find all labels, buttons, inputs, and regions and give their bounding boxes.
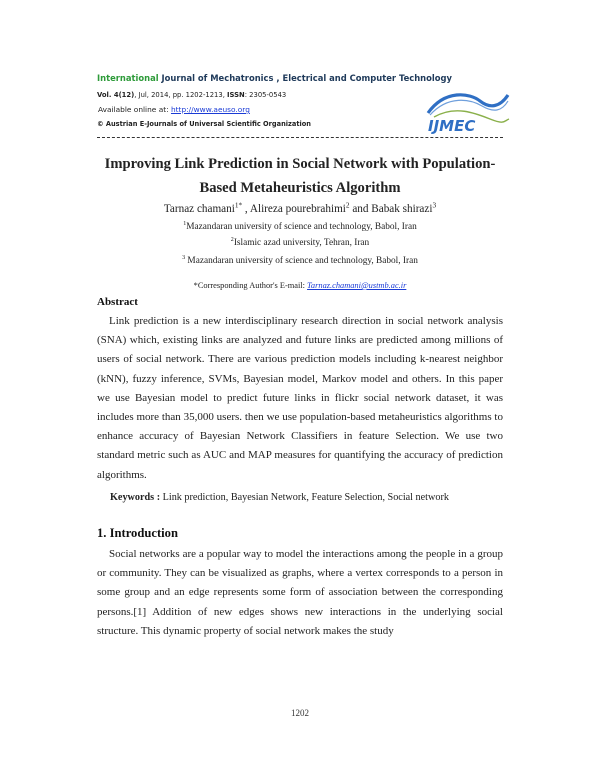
affiliation-mark: 1 — [183, 220, 187, 227]
svg-text:IJMEC: IJMEC — [428, 117, 475, 135]
author-affiliation-mark: 2 — [345, 201, 350, 210]
journal-name-rest: Journal of Mechatronics , Electrical and… — [158, 73, 452, 83]
author-list: Tarnaz chamani1* , Alireza pourebrahimi2… — [90, 201, 510, 215]
keywords-text: Link prediction, Bayesian Network, Featu… — [162, 492, 449, 503]
page-number: 1202 — [291, 708, 309, 718]
publisher-copyright: © Austrian E-Journals of Universal Scien… — [97, 120, 311, 128]
author-name: Babak shirazi — [371, 203, 433, 215]
issn-value: : 2305-0543 — [244, 91, 287, 99]
header-divider — [97, 137, 503, 138]
author-affiliation-mark: 3 — [432, 201, 437, 210]
volume-label: Vol. 4(12) — [97, 91, 135, 99]
affiliation: 3 Mazandaran university of science and t… — [90, 254, 510, 266]
ijmec-logo-icon: IJMEC — [426, 93, 510, 135]
abstract-heading: Abstract — [97, 296, 138, 308]
journal-name: International Journal of Mechatronics , … — [97, 73, 452, 83]
affiliation-text: Mazandaran university of science and tec… — [186, 222, 417, 232]
author-separator: and — [349, 203, 372, 215]
corresponding-email-link[interactable]: Tarnaz.chamani@ustmb.ac.ir — [307, 281, 407, 290]
affiliation: 1Mazandaran university of science and te… — [90, 220, 510, 232]
author-separator: , — [242, 203, 250, 215]
corresponding-author: *Corresponding Author's E-mail: Tarnaz.c… — [90, 281, 510, 290]
affiliation-mark: 3 — [182, 254, 186, 261]
paper-title-line-1: Improving Link Prediction in Social Netw… — [104, 156, 496, 172]
author-name: Alireza pourebrahimi — [249, 203, 346, 215]
journal-website-link[interactable]: http://www.aeuso.org — [170, 105, 250, 114]
keywords: Keywords : Link prediction, Bayesian Net… — [110, 492, 449, 503]
affiliation: 2Islamic azad university, Tehran, Iran — [90, 236, 510, 248]
abstract-text: Link prediction is a new interdisciplina… — [97, 315, 503, 481]
keywords-label: Keywords : — [110, 492, 163, 503]
online-label: Available online at: — [98, 105, 171, 114]
volume-info: Vol. 4(12), Jul, 2014, pp. 1202-1213, IS… — [97, 91, 286, 99]
affiliation-text: Mazandaran university of science and tec… — [185, 256, 418, 266]
introduction-text: Social networks are a popular way to mod… — [97, 548, 503, 637]
issn-label: ISSN — [227, 91, 245, 99]
corresponding-label: *Corresponding Author's E-mail: — [193, 281, 308, 290]
journal-name-prefix: International — [97, 73, 159, 83]
affiliation-mark: 2 — [230, 236, 234, 243]
author-affiliation-mark: 1* — [234, 201, 243, 210]
ijmec-logo: IJMEC — [420, 87, 510, 135]
affiliation-text: Islamic azad university, Tehran, Iran — [233, 238, 370, 248]
paper-title-line-2: Based Metaheuristics Algorithm — [199, 180, 401, 196]
introduction-heading: 1. Introduction — [97, 526, 178, 540]
volume-details: , Jul, 2014, pp. 1202-1213, — [134, 91, 228, 99]
online-availability: Available online at: http://www.aeuso.or… — [98, 105, 250, 114]
author-name: Tarnaz chamani — [163, 203, 235, 215]
